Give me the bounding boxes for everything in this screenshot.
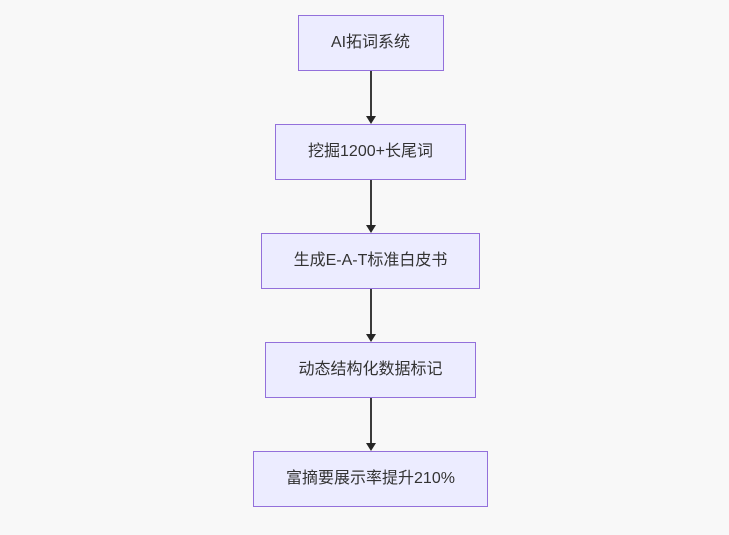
flow-node-eat-whitepaper: 生成E-A-T标准白皮书	[260, 233, 481, 289]
edge-arrow-4-5	[365, 398, 376, 451]
flowchart: AI拓词系统 挖掘1200+长尾词 生成E-A-T标准白皮书 动态结构化数据标记…	[6, 15, 729, 507]
arrow-line	[369, 180, 372, 225]
arrow-head-icon	[365, 116, 376, 124]
arrow-line	[369, 71, 372, 116]
arrow-head-icon	[365, 225, 376, 233]
edge-arrow-1-2	[365, 71, 376, 124]
flow-node-rich-snippet-result: 富摘要展示率提升210%	[253, 451, 488, 507]
arrow-line	[369, 289, 372, 334]
flow-node-structured-data: 动态结构化数据标记	[265, 342, 476, 398]
arrow-line	[369, 398, 372, 443]
flow-node-ai-system: AI拓词系统	[297, 15, 444, 71]
flow-node-longtail-mining: 挖掘1200+长尾词	[275, 124, 466, 180]
edge-arrow-3-4	[365, 289, 376, 342]
arrow-head-icon	[365, 443, 376, 451]
edge-arrow-2-3	[365, 180, 376, 233]
arrow-head-icon	[365, 334, 376, 342]
